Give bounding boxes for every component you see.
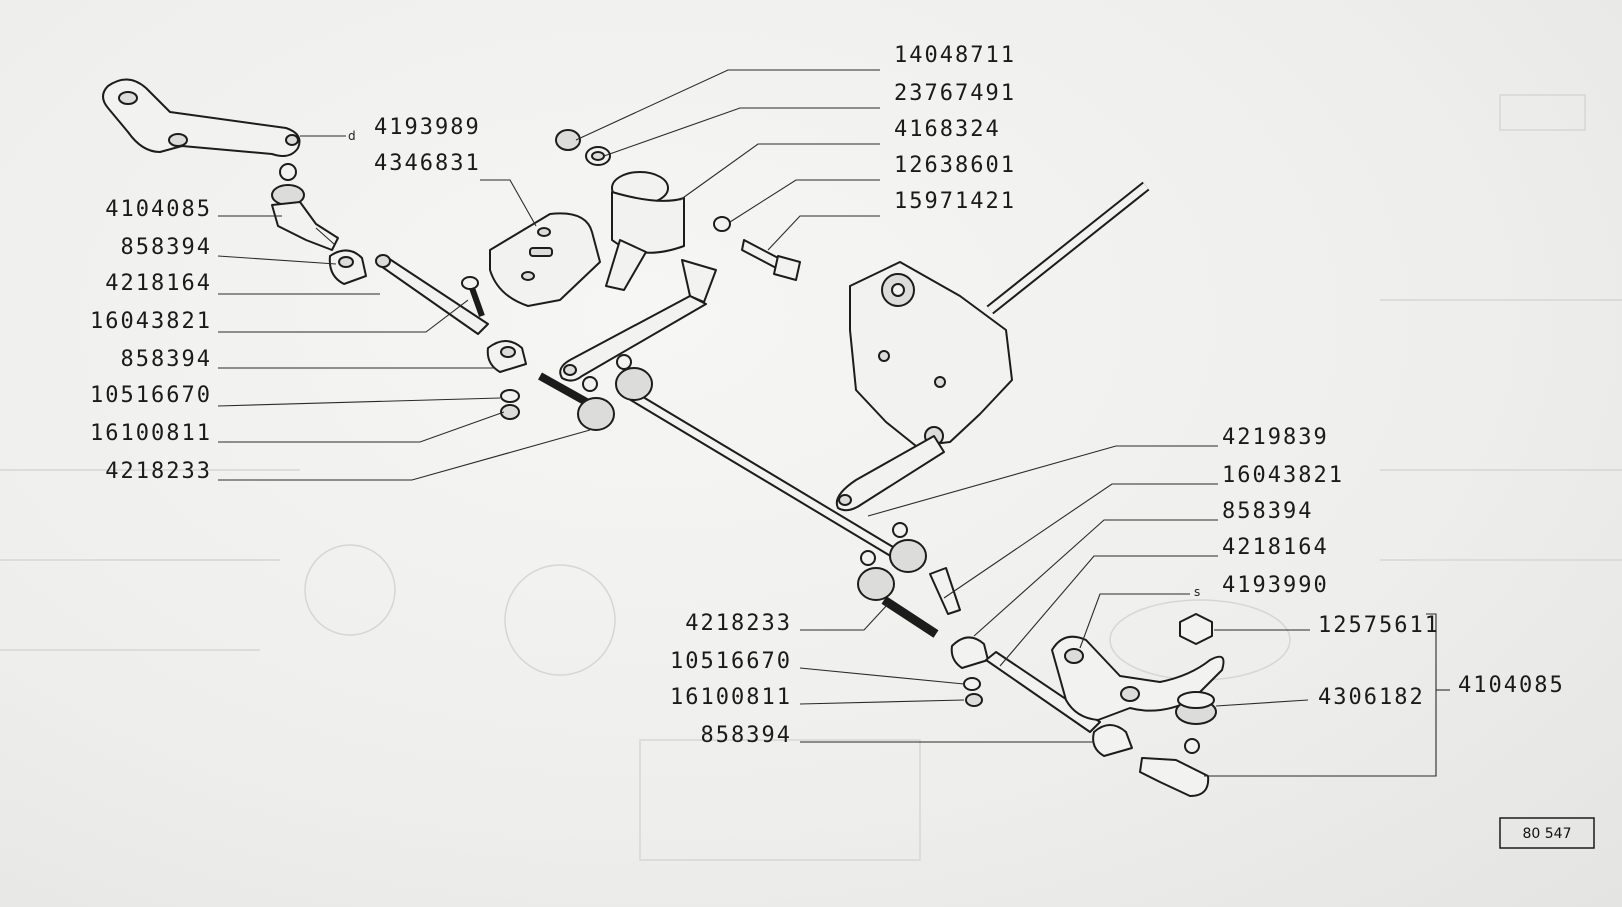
washer-nut-left	[500, 389, 520, 420]
marker-s: s	[1194, 585, 1200, 599]
tie-rod-end-left	[538, 354, 653, 431]
label-bottom-16100811: 16100811	[670, 685, 792, 710]
label-12638601: 12638601	[894, 153, 1016, 178]
label-right-4219839: 4219839	[1222, 425, 1329, 450]
center-tie-rod	[623, 387, 909, 565]
label-4193989: 4193989	[374, 115, 481, 140]
idler-housing	[559, 171, 717, 382]
label-15971421: 15971421	[894, 189, 1016, 214]
label-4346831: 4346831	[374, 151, 481, 176]
adjusting-sleeve-left	[375, 254, 489, 335]
label-left-16043821: 16043821	[90, 309, 212, 334]
cover-plate	[489, 212, 601, 307]
label-left-10516670: 10516670	[90, 383, 212, 408]
tie-rod-end-right	[857, 522, 961, 638]
label-left-16100811: 16100811	[90, 421, 212, 446]
label-left-4218164: 4218164	[105, 271, 212, 296]
label-14048711: 14048711	[894, 43, 1016, 68]
label-right-16043821: 16043821	[1222, 463, 1344, 488]
label-left-858394-a: 858394	[121, 235, 212, 260]
steering-gearbox	[835, 181, 1150, 512]
bushing-top	[555, 129, 611, 166]
part-labels: 14048711 23767491 4168324 12638601 15971…	[90, 43, 1565, 748]
label-right-4218164: 4218164	[1222, 535, 1329, 560]
label-left-4104085: 4104085	[105, 197, 212, 222]
label-4168324: 4168324	[894, 117, 1001, 142]
idler-arm-top	[102, 78, 301, 157]
label-bottom-10516670: 10516670	[670, 649, 792, 674]
label-23767491: 23767491	[894, 81, 1016, 106]
adjusting-sleeve-right	[950, 636, 1133, 757]
leader-lines	[217, 69, 1450, 777]
clamp-lower-left	[486, 340, 527, 373]
label-right-12575611: 12575611	[1318, 613, 1440, 638]
ball-joint-left	[271, 163, 339, 251]
label-bottom-858394: 858394	[701, 723, 792, 748]
label-left-858394-b: 858394	[121, 347, 212, 372]
label-right-858394: 858394	[1222, 499, 1313, 524]
ghost-background	[0, 94, 1622, 861]
bolt-left	[461, 276, 485, 318]
label-right-4104085: 4104085	[1458, 673, 1565, 698]
label-bottom-4218233: 4218233	[685, 611, 792, 636]
label-right-4306182: 4306182	[1318, 685, 1425, 710]
clamp-upper-left	[328, 249, 367, 285]
marker-d: d	[348, 129, 356, 143]
washer-bolt-mid	[713, 216, 801, 281]
figure-number-box: 80 547	[1499, 817, 1595, 849]
right-end-hardware	[1139, 613, 1217, 797]
label-left-4218233: 4218233	[105, 459, 212, 484]
figure-number: 80 547	[1523, 826, 1572, 842]
label-right-4193990: 4193990	[1222, 573, 1329, 598]
